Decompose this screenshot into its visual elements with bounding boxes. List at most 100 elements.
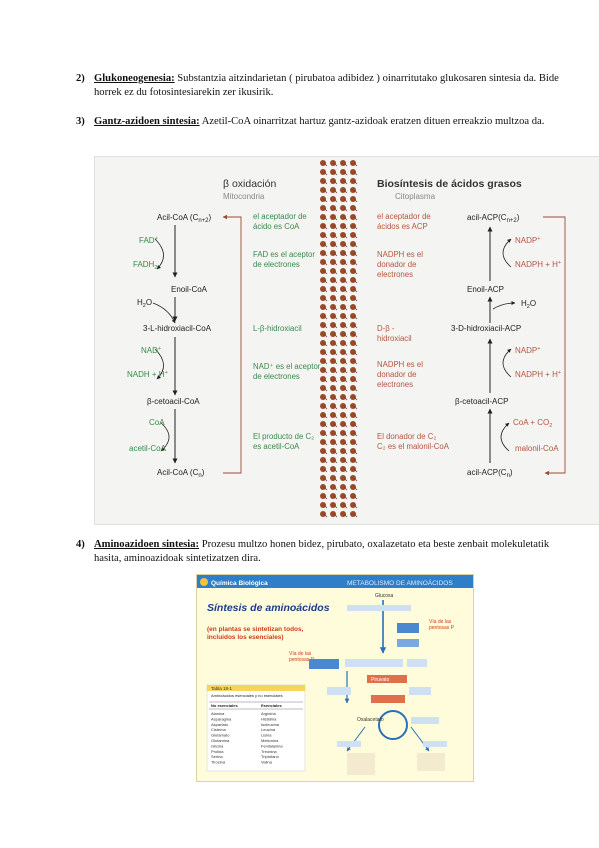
enoil-coa: Enoil-CoA — [171, 285, 208, 294]
item-text: Glukoneogenesia: Substantzia aitzindarie… — [94, 72, 578, 99]
fatty-acid-pathways-figure: β oxidación Mitocondria Biosíntesis de á… — [94, 156, 599, 525]
membrane-lipid-tail — [323, 477, 328, 482]
membrane-lipid-head — [320, 349, 326, 355]
membrane-lipid-tail — [353, 378, 358, 383]
membrane-lipid-tail — [343, 477, 348, 482]
membrane-lipid-tail — [353, 279, 358, 284]
membrane-lipid-head — [340, 178, 346, 184]
membrane-lipid-tail — [323, 333, 328, 338]
item-body: Azetil-CoA oinarritzat hartuz gantz-azid… — [199, 116, 545, 127]
membrane-lipid-head — [330, 313, 336, 319]
membrane-lipid-tail — [353, 270, 358, 275]
membrane-lipid-tail — [353, 225, 358, 230]
membrane-lipid-tail — [333, 504, 338, 509]
svg-text:L-β-hidroxiacil: L-β-hidroxiacil — [253, 324, 302, 333]
membrane-lipid-head — [350, 214, 356, 220]
item-term: Aminoazidoen sintesia: — [94, 539, 200, 550]
table-cell-nonessential: Alanina — [211, 711, 225, 716]
membrane-lipid-head — [330, 475, 336, 481]
table-cell-nonessential: Aspartato — [211, 722, 229, 727]
acyl-acp-top: acil-ACP(Cn+2) — [467, 213, 520, 224]
table-cell-essential: Fenilalanina — [261, 743, 283, 748]
membrane-lipid-tail — [343, 252, 348, 257]
membrane-lipid-head — [320, 169, 326, 175]
membrane-lipid-tail — [323, 180, 328, 185]
membrane-lipid-head — [340, 439, 346, 445]
membrane-lipid-head — [330, 385, 336, 391]
membrane-lipid-tail — [323, 216, 328, 221]
membrane-lipid-tail — [323, 306, 328, 311]
membrane-lipid-tail — [353, 513, 358, 518]
membrane-lipid-head — [340, 421, 346, 427]
membrane-lipid-tail — [353, 396, 358, 401]
list-item-fatty-acid-synthesis: 3) Gantz-azidoen sintesia: Azetil-CoA oi… — [76, 115, 578, 129]
membrane-lipid-head — [320, 484, 326, 490]
membrane-lipid-head — [320, 241, 326, 247]
membrane-lipid-head — [330, 205, 336, 211]
membrane-lipid-tail — [353, 495, 358, 500]
membrane-lipid-head — [350, 277, 356, 283]
membrane-lipid-tail — [333, 243, 338, 248]
table-cell-essential: Leucina — [261, 727, 276, 732]
membrane-lipid-head — [350, 430, 356, 436]
membrane-lipid-tail — [353, 405, 358, 410]
membrane-lipid-head — [330, 466, 336, 472]
membrane-lipid-tail — [323, 279, 328, 284]
membrane-lipid-head — [330, 322, 336, 328]
membrane-lipid-head — [350, 169, 356, 175]
membrane-lipid-head — [320, 277, 326, 283]
membrane-lipid-head — [350, 331, 356, 337]
membrane-lipid-head — [330, 304, 336, 310]
item-body: Prozesu multzo honen bidez, pirubato, ox… — [94, 539, 550, 564]
membrane-lipid-tail — [343, 279, 348, 284]
ketoacyl-acp: β-cetoacil-ACP — [455, 397, 509, 406]
fatty-acid-pathways-diagram: β oxidación Mitocondria Biosíntesis de á… — [127, 160, 566, 518]
membrane-lipid-tail — [353, 423, 358, 428]
membrane-lipid-tail — [323, 189, 328, 194]
membrane-lipid-tail — [343, 378, 348, 383]
membrane-lipid-head — [320, 322, 326, 328]
membrane-lipid-head — [350, 295, 356, 301]
membrane-lipid-tail — [343, 306, 348, 311]
membrane-lipid-head — [330, 187, 336, 193]
membrane-lipid-tail — [323, 432, 328, 437]
membrane-lipid-head — [320, 466, 326, 472]
acyl-coa-bottom: Acil-CoA (Cn) — [157, 468, 205, 479]
membrane-lipid-head — [340, 286, 346, 292]
glucose-node: Glucosa — [375, 593, 394, 599]
membrane-lipid-tail — [353, 441, 358, 446]
membrane-lipid-tail — [343, 504, 348, 509]
h2o-left: H2O — [137, 298, 152, 309]
coa-label: CoA — [149, 418, 165, 427]
logo-icon — [200, 578, 208, 586]
membrane-lipid-tail — [353, 207, 358, 212]
membrane-lipid-tail — [343, 171, 348, 176]
membrane-lipid-tail — [343, 396, 348, 401]
membrane-lipid-tail — [323, 252, 328, 257]
membrane-lipid-head — [320, 196, 326, 202]
membrane-lipid-tail — [353, 288, 358, 293]
membrane-lipid-head — [330, 484, 336, 490]
membrane-lipid-tail — [343, 405, 348, 410]
membrane-lipid-head — [350, 349, 356, 355]
membrane-lipid-tail — [333, 324, 338, 329]
membrane-lipid-tail — [323, 342, 328, 347]
left-subtitle: Mitocondria — [223, 192, 265, 201]
table-title: Tabla 18-1 — [211, 686, 233, 691]
membrane-lipid-tail — [323, 378, 328, 383]
membrane-lipid-head — [320, 385, 326, 391]
membrane-lipid-tail — [343, 486, 348, 491]
membrane-lipid-tail — [343, 387, 348, 392]
membrane-lipid-head — [340, 376, 346, 382]
membrane-lipid-tail — [353, 243, 358, 248]
membrane-lipid-tail — [323, 486, 328, 491]
membrane-lipid-head — [320, 304, 326, 310]
membrane-lipid-tail — [343, 216, 348, 221]
membrane-lipid-tail — [333, 180, 338, 185]
membrane-lipid-head — [330, 511, 336, 517]
table-cell-essential: Lisina — [261, 733, 272, 738]
table-cell-essential: Metionina — [261, 738, 279, 743]
slide-header-left: Química Biológica — [211, 580, 268, 587]
